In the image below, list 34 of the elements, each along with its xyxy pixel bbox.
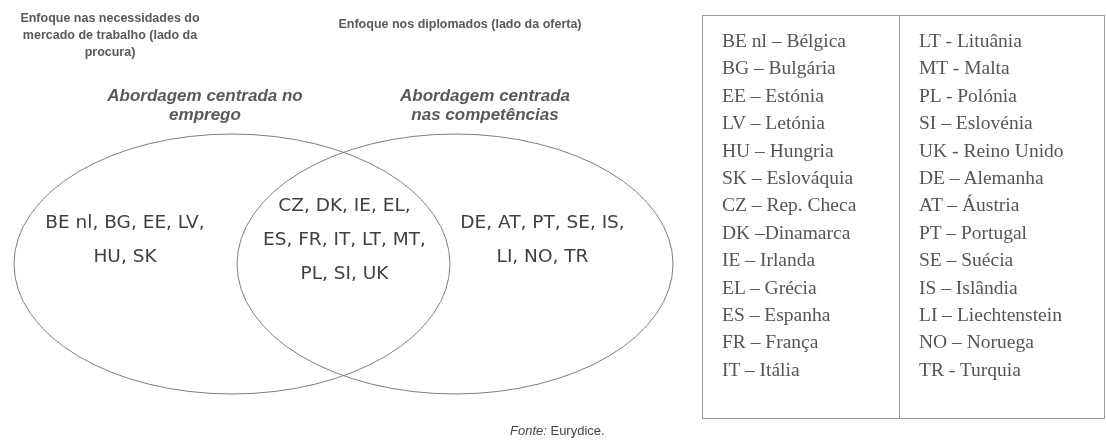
table-cell: IS – Islândia xyxy=(919,276,1018,299)
heading-text: Enfoque nas necessidades do mercado de trabalho (lado da procura) xyxy=(19,10,201,61)
set-members: BE nl, BG, EE, LV, HU, SK xyxy=(45,210,205,268)
set-heading: Abordagem centrada nas competências xyxy=(398,86,571,124)
table-cell: FR – França xyxy=(722,331,819,354)
table-cell: SI – Eslovénia xyxy=(919,112,1033,135)
table-cell: MT - Malta xyxy=(919,57,1010,80)
table-cell: PT – Portugal xyxy=(919,221,1027,244)
table-cell: TR - Turquia xyxy=(919,358,1021,381)
table-cell: LV – Letónia xyxy=(722,112,825,135)
table-cell: HU – Hungria xyxy=(722,139,834,162)
table-cell: IT – Itália xyxy=(722,358,800,381)
overlap-members: CZ, DK, IE, EL, ES, FR, IT, LT, MT, PL, SI, UK xyxy=(262,193,427,285)
table-cell: LT - Lituânia xyxy=(919,30,1022,52)
caption: Fonte: Eurydice. xyxy=(510,423,605,438)
table-cell: BG – Bulgária xyxy=(722,57,836,80)
table-cell: EL – Grécia xyxy=(722,276,817,299)
table-cell: DE – Alemanha xyxy=(919,167,1044,189)
set-heading: Abordagem centrada no emprego xyxy=(106,86,304,124)
table-cell: DK –Dinamarca xyxy=(722,221,851,244)
table-cell: NO – Noruega xyxy=(919,331,1034,354)
set-members: DE, AT, PT, SE, IS, LI, NO, TR xyxy=(460,210,625,268)
table-cell: ES – Espanha xyxy=(722,304,831,326)
table-cell: SE – Suécia xyxy=(919,249,1014,272)
table-cell: AT – Áustria xyxy=(919,194,1020,217)
table-cell: LI – Liechtenstein xyxy=(919,304,1062,326)
table-cell: PL - Polónia xyxy=(919,84,1017,107)
table-cell: UK - Reino Unido xyxy=(919,139,1064,162)
table-cell: EE – Estónia xyxy=(722,84,824,107)
table-cell: CZ – Rep. Checa xyxy=(722,194,857,217)
table-cell: SK – Eslováquia xyxy=(722,167,854,189)
table-cell: IE – Irlanda xyxy=(722,249,816,272)
table-cell: BE nl – Bélgica xyxy=(722,30,847,52)
heading-text: Enfoque nos diplomados (lado da oferta) xyxy=(337,16,583,33)
